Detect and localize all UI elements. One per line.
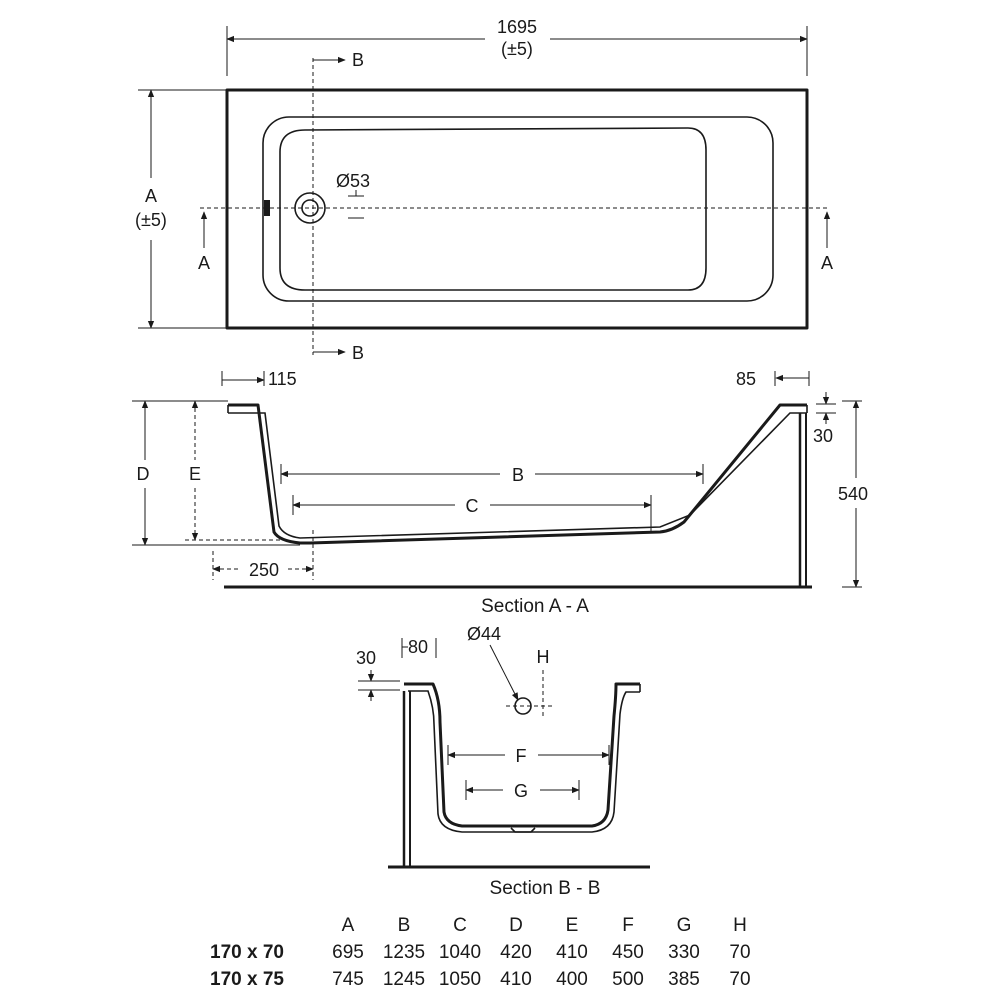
dim-E: E — [189, 464, 201, 484]
table-row: 170 x 75 745 1245 1050 410 400 500 385 7… — [210, 966, 800, 993]
dim-B-section: B — [512, 465, 524, 485]
section-a-label-right: A — [821, 253, 833, 273]
section-a-label-left: A — [198, 253, 210, 273]
length-tolerance: (±5) — [501, 39, 533, 59]
table-cell: 1235 — [382, 941, 426, 963]
table-header-cell: B — [397, 914, 411, 936]
table-cell: 1040 — [438, 941, 482, 963]
section-aa-inner-profile — [228, 412, 807, 539]
bath-basin-outline — [279, 127, 707, 291]
dim-dia44: Ø44 — [467, 624, 501, 644]
bath-inner-rim — [262, 116, 774, 302]
dim-H: H — [537, 647, 550, 667]
dim-30-b: 30 — [356, 648, 376, 668]
technical-drawing: 1695 (±5) A (±5) A A B B Ø53 — [132, 17, 868, 899]
width-label: A — [145, 186, 157, 206]
dim-85: 85 — [736, 369, 756, 389]
table-cell: 1245 — [382, 968, 426, 990]
dim-F: F — [516, 746, 527, 766]
table-header-cell: F — [622, 914, 634, 936]
table-cell: 410 — [500, 968, 532, 990]
width-tolerance: (±5) — [135, 210, 167, 230]
dim-G: G — [514, 781, 528, 801]
length-value: 1695 — [497, 17, 537, 37]
table-cell: 695 — [332, 941, 364, 963]
dim-80: 80 — [408, 637, 428, 657]
dim-C-section: C — [466, 496, 479, 516]
table-header-cell: H — [733, 914, 747, 936]
plan-view: 1695 (±5) A (±5) A A B B Ø53 — [135, 17, 833, 363]
table-cell: 1050 — [438, 968, 482, 990]
waste-diameter-label: Ø53 — [336, 171, 370, 191]
section-bb-waste-outlet — [510, 827, 536, 833]
table-header-cell: D — [509, 914, 523, 936]
table-header-cell: A — [341, 914, 355, 936]
table-row-label: 170 x 70 — [210, 941, 284, 963]
dim-540: 540 — [838, 484, 868, 504]
table-cell: 330 — [668, 941, 700, 963]
table-row-label: 170 x 75 — [210, 968, 284, 990]
bath-outer-rim — [225, 88, 809, 330]
table-cell: 420 — [500, 941, 532, 963]
dim-250: 250 — [249, 560, 279, 580]
table-header-cell: C — [453, 914, 467, 936]
table-cell: 70 — [729, 941, 751, 963]
table-cell: 400 — [556, 968, 588, 990]
table-header-row: A B C D E F G H — [210, 912, 800, 939]
dim-115: 115 — [268, 369, 297, 389]
table-cell: 410 — [556, 941, 588, 963]
table-cell: 70 — [729, 968, 751, 990]
table-cell: 450 — [612, 941, 644, 963]
section-aa-profile — [228, 403, 807, 545]
section-bb-profile — [404, 682, 640, 828]
dimension-table: A B C D E F G H 170 x 70 695 1235 1040 4… — [210, 912, 800, 993]
section-aa-caption: Section A - A — [481, 596, 589, 617]
table-cell: 500 — [612, 968, 644, 990]
section-bb-caption: Section B - B — [490, 878, 601, 899]
section-aa-view: 115 85 30 540 D E B — [132, 369, 868, 617]
dim-D: D — [137, 464, 150, 484]
table-header-cell: E — [565, 914, 579, 936]
section-b-label-bottom: B — [352, 343, 364, 363]
section-b-label-top: B — [352, 50, 364, 70]
section-bb-view: 30 80 Ø44 H F G Section B - B — [356, 624, 650, 899]
dim-30-a: 30 — [813, 426, 833, 446]
table-row: 170 x 70 695 1235 1040 420 410 450 330 7… — [210, 939, 800, 966]
table-cell: 745 — [332, 968, 364, 990]
table-cell: 385 — [668, 968, 700, 990]
table-header-cell: G — [676, 914, 692, 936]
